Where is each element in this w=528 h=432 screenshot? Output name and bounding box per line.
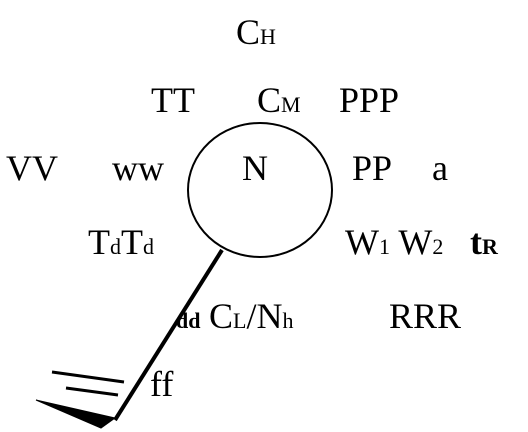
dewpoint-main-1: T [88,222,110,262]
dewpoint-sub-1: d [110,234,121,259]
total-cloud-label: N [242,148,268,188]
wind-shaft [113,248,224,422]
pressure-label: PPP [339,80,400,120]
precip-time-label: tR [470,224,498,260]
wind-direction-label: dd [176,308,201,333]
dewpoint-main-2: T [121,222,143,262]
precip-time-main: t [470,222,482,262]
dewpoint-sub-2: d [143,234,154,259]
pressure-change-label: PP [352,148,393,188]
past-pressure-tendency-label: TT [151,80,195,120]
cloud-low-main: C [209,296,234,336]
cloud-high-main: C [236,12,261,52]
precip-amount-label: RRR [389,296,462,336]
visibility-label: VV [6,148,58,188]
precip-time-sub: R [482,234,498,259]
past-weather-w1-main: W [345,222,379,262]
station-circle [187,122,333,258]
cloud-high-sub: H [260,24,276,49]
wind-speed-label: ff [150,364,174,404]
cloud-mid-sub: M [281,92,301,117]
cloud-low-sep: / [246,296,257,336]
cloud-low-label: CL/Nh [209,298,293,334]
wind-barb-half [65,386,119,397]
cloud-low-sub: L [233,308,247,333]
cloud-high-label: CH [236,14,276,50]
cloud-mid-main: C [257,80,282,120]
pressure-char-label: a [432,148,448,188]
cloud-low-n-main: N [256,296,283,336]
past-weather-w2-main: W [398,222,433,262]
present-weather-label: ww [112,148,164,188]
past-weather-label: W1 W2 [345,224,443,260]
wind-barb-full [51,370,125,384]
past-weather-w1-sub: 1 [378,234,390,259]
past-weather-w2-sub: 2 [432,234,444,259]
cloud-mid-label: CM [257,82,301,118]
dewpoint-label: TdTd [88,224,154,260]
wind-pennant [35,399,117,429]
cloud-low-n-sub: h [282,308,294,333]
